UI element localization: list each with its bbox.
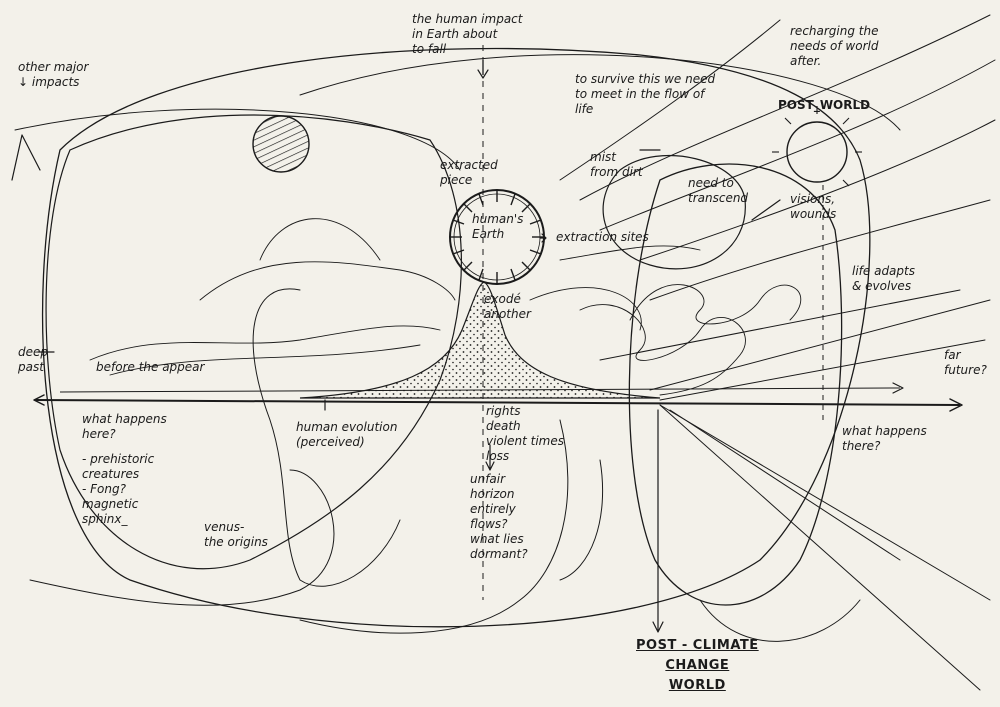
right-small-loop xyxy=(602,155,746,270)
label-origins: venus- the origins xyxy=(204,520,268,549)
left-loop-inner xyxy=(252,288,401,587)
label-what-happens-there: what happens there? xyxy=(842,424,927,453)
right-tall-loop xyxy=(628,163,843,606)
label-humans-earth: human's Earth xyxy=(472,212,524,241)
label-deep-past: deep past xyxy=(18,345,48,374)
lower-curves xyxy=(29,419,861,642)
timeline xyxy=(34,399,961,406)
left-edge-stroke xyxy=(11,134,41,181)
label-rights-death: rights death violent times loss xyxy=(486,404,564,463)
label-prehistoric: - prehistoric creatures - Fong? magnetic… xyxy=(82,452,155,526)
post-world-circle xyxy=(786,121,848,183)
label-peak-note: exodé another xyxy=(484,292,531,321)
hatched-circle xyxy=(252,115,310,173)
label-post-climate-world: POST - CLIMATE CHANGE WORLD xyxy=(636,638,759,693)
diagonal-lines xyxy=(559,14,996,691)
label-life-adapts: life adapts & evolves xyxy=(852,264,915,293)
label-extraction-sites: extraction sites xyxy=(556,230,649,244)
stippled-peak xyxy=(299,281,661,399)
label-recharging: recharging the needs of world after. xyxy=(790,24,879,68)
label-far-future: far future? xyxy=(944,348,987,377)
label-visions: visions, wounds xyxy=(790,192,837,221)
label-human-evolution: human evolution (perceived) xyxy=(296,420,398,449)
label-need-transcend: need to transcend xyxy=(688,176,749,205)
label-post-world: POST_WORLD xyxy=(778,98,871,112)
label-human-impact: the human impact in Earth about to fall xyxy=(412,12,523,56)
label-extracted-piece: extracted piece xyxy=(440,158,498,187)
scribbles xyxy=(89,218,802,396)
label-mist: mist from dirt xyxy=(590,150,643,179)
label-other-impacts: other major ↓ impacts xyxy=(18,60,89,89)
label-before-appear: before the appear xyxy=(96,360,205,374)
label-questions: unfair horizon entirely flows? what lies… xyxy=(470,472,528,561)
outer-loop xyxy=(41,47,871,628)
left-lobe xyxy=(45,114,462,570)
left-arc-top xyxy=(14,108,461,171)
outer-loop-2 xyxy=(299,54,901,131)
label-what-happens-here: what happens here? xyxy=(82,412,167,441)
label-survive: to survive this we need to meet in the f… xyxy=(575,72,716,116)
